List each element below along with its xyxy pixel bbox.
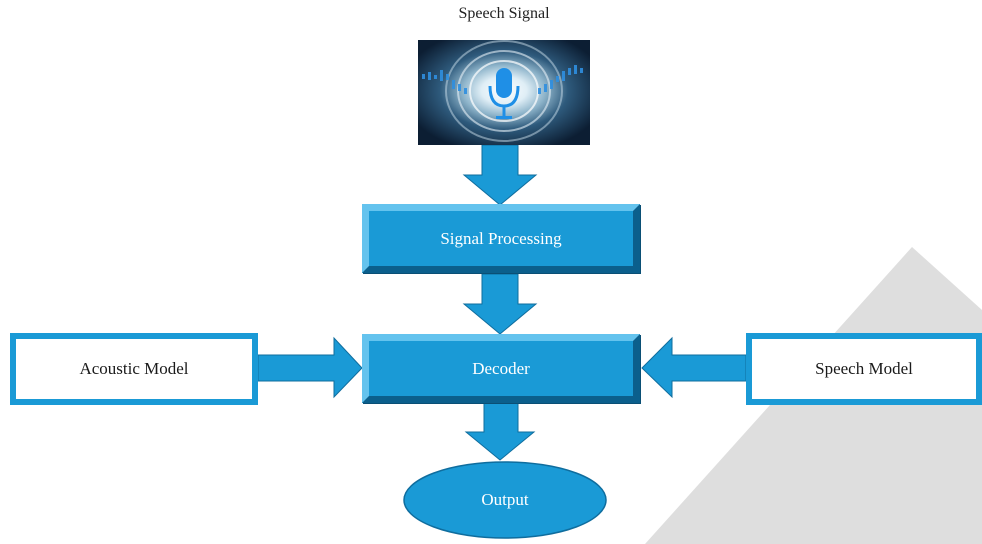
acoustic-model-box: Acoustic Model xyxy=(10,333,258,405)
speech-signal-title: Speech Signal xyxy=(458,5,550,22)
arrow-right-to-decoder xyxy=(257,336,363,399)
speech-model-box: Speech Model xyxy=(746,333,982,405)
output-ellipse xyxy=(403,461,607,539)
arrow-down-to-output xyxy=(464,402,536,461)
arrow-left-to-decoder xyxy=(641,336,747,399)
arrow-down-to-decoder xyxy=(462,273,538,335)
output-label: Output xyxy=(481,490,529,509)
microphone-sound-wave-icon xyxy=(418,40,590,145)
decoder-box: Decoder xyxy=(362,334,640,403)
signal-processing-box: Signal Processing xyxy=(362,204,640,273)
arrow-down-to-processing xyxy=(462,144,538,206)
